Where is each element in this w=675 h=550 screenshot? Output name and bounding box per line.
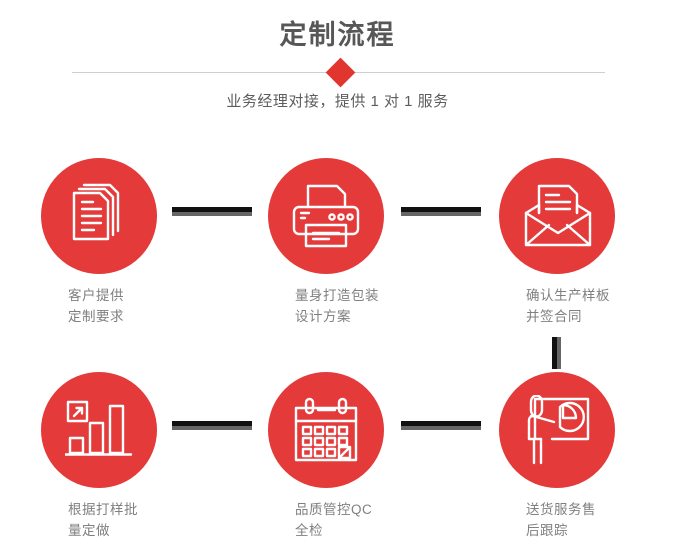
step-4-circle xyxy=(41,372,157,488)
connector-dark-segment xyxy=(401,207,481,212)
bar-chart-growth-icon xyxy=(65,400,133,456)
connector-grey-segment xyxy=(401,426,481,430)
page-title: 定制流程 xyxy=(279,20,396,50)
connector-step2-step3 xyxy=(401,207,481,216)
connector-grey-segment xyxy=(172,426,252,430)
connector-grey-segment xyxy=(172,212,252,216)
connector-grey-segment xyxy=(401,212,481,216)
step-2-label: 量身打造包装 设计方案 xyxy=(295,288,379,324)
presentation-pie-chart-icon xyxy=(527,395,590,465)
step-5-label: 品质管控QC 全检 xyxy=(295,502,373,538)
diamond-accent-icon xyxy=(325,57,356,88)
step-3-circle xyxy=(499,158,615,274)
step-5-circle xyxy=(268,372,384,488)
documents-stack-icon xyxy=(72,183,120,241)
connector-dark-segment xyxy=(172,207,252,212)
step-6-label: 送货服务售 后跟踪 xyxy=(526,502,596,538)
page-subtitle: 业务经理对接，提供 1 对 1 服务 xyxy=(226,93,449,110)
step-6-circle xyxy=(499,372,615,488)
step-4-label: 根据打样批 量定做 xyxy=(68,502,138,538)
connector-dark-segment xyxy=(552,337,557,369)
calendar-icon xyxy=(294,397,358,462)
printer-icon xyxy=(292,184,360,248)
connector-step1-step2 xyxy=(172,207,252,216)
step-1-label: 客户提供 定制要求 xyxy=(68,288,124,324)
step-2-circle xyxy=(268,158,384,274)
connector-grey-segment xyxy=(557,337,561,369)
connector-step5-step6 xyxy=(401,421,481,430)
connector-dark-segment xyxy=(401,421,481,426)
envelope-letter-icon xyxy=(524,184,592,247)
connector-step3-step6 xyxy=(552,337,561,369)
connector-step4-step5 xyxy=(172,421,252,430)
step-1-circle xyxy=(41,158,157,274)
connector-dark-segment xyxy=(172,421,252,426)
step-3-label: 确认生产样板 并签合同 xyxy=(526,288,610,324)
